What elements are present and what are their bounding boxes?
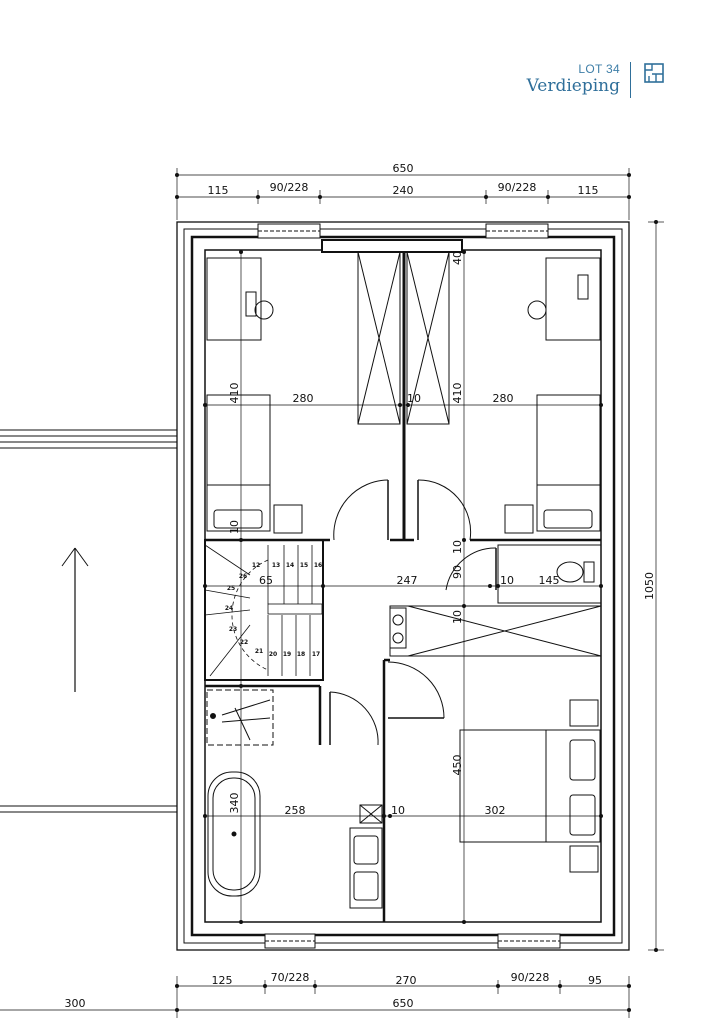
dim-bottom-1: 125	[212, 974, 233, 987]
nightstand-master-bottom	[569, 845, 599, 873]
header-divider	[630, 62, 631, 98]
step-label: 25	[227, 585, 235, 592]
dim-bedroom-right-depth: 410	[451, 383, 464, 404]
step-label: 16	[314, 562, 322, 569]
dim-master-depth: 450	[451, 755, 464, 776]
nightstand-right	[504, 504, 534, 534]
dim-top-3: 240	[393, 184, 414, 197]
nightstand-master-top	[569, 699, 599, 727]
dim-bath-width: 258	[285, 804, 306, 817]
dim-bottom-3: 270	[396, 974, 417, 987]
dim-bottom-2: 70/228	[271, 971, 310, 984]
desk-left	[206, 257, 262, 341]
staircase	[204, 539, 324, 681]
step-label: 13	[272, 562, 280, 569]
step-label: 15	[300, 562, 308, 569]
dim-right-total: 1050	[643, 572, 656, 600]
dim-bedroom-left-depth: 410	[228, 383, 241, 404]
step-label: 21	[255, 648, 263, 655]
dim-bedroom-right-width: 280	[493, 392, 514, 405]
dim-stair-width: 65	[259, 574, 273, 587]
dim-bedroom-left-width: 280	[293, 392, 314, 405]
arrow-up-icon	[61, 547, 89, 692]
dim-wall-d: 10	[451, 610, 464, 624]
dim-wc-width: 145	[539, 574, 560, 587]
dim-wall-b: 10	[228, 520, 241, 534]
dim-bottom-total: 650	[393, 997, 414, 1010]
dim-hall-depth: 90	[451, 565, 464, 579]
closet-left	[357, 251, 401, 425]
nightstand-left	[273, 504, 303, 534]
outer-wall-outline	[176, 221, 630, 951]
lot-number: LOT 34	[578, 62, 620, 76]
bed-master	[459, 729, 601, 843]
door-bath	[329, 691, 379, 746]
dim-top-4: 90/228	[498, 181, 537, 194]
dim-closet-depth: 40	[451, 251, 464, 265]
bed-left	[206, 394, 271, 532]
door-master	[387, 661, 445, 719]
dim-top-total: 650	[393, 162, 414, 175]
step-label: 19	[283, 651, 291, 658]
step-label: 12	[252, 562, 260, 569]
step-label: 14	[286, 562, 294, 569]
door-right	[417, 479, 472, 541]
toilet-room	[497, 544, 602, 604]
shower	[206, 689, 274, 746]
dim-bottom-5: 95	[588, 974, 602, 987]
dim-wall-mid: 10	[407, 392, 421, 405]
dim-bottom-4: 90/228	[511, 971, 550, 984]
step-label: 23	[229, 626, 237, 633]
dim-top-1: 115	[208, 184, 229, 197]
dim-wall-c: 10	[451, 540, 464, 554]
dim-bottom-left: 300	[65, 997, 86, 1010]
step-label: 17	[312, 651, 320, 658]
toilet	[556, 561, 584, 583]
desk-right	[545, 257, 601, 341]
storage-unit	[389, 605, 602, 657]
dim-wall-e: 10	[391, 804, 405, 817]
step-label: 18	[297, 651, 305, 658]
door-left	[333, 479, 389, 541]
floorplan-icon	[644, 63, 664, 83]
dim-top-2: 90/228	[270, 181, 309, 194]
dim-bath-depth: 340	[228, 793, 241, 814]
step-label: 26	[239, 573, 247, 580]
step-label: 20	[269, 651, 277, 658]
step-label: 24	[225, 605, 233, 612]
bathtub	[207, 771, 261, 897]
dim-master-width: 302	[485, 804, 506, 817]
dim-wall-a: 10	[500, 574, 514, 587]
dim-hall-width: 247	[397, 574, 418, 587]
step-label: 22	[240, 639, 248, 646]
floor-title: Verdieping	[526, 76, 620, 96]
vanity	[349, 827, 383, 909]
bed-right	[536, 394, 601, 532]
shaft	[359, 804, 383, 824]
closet-right	[406, 251, 450, 425]
dim-top-5: 115	[578, 184, 599, 197]
